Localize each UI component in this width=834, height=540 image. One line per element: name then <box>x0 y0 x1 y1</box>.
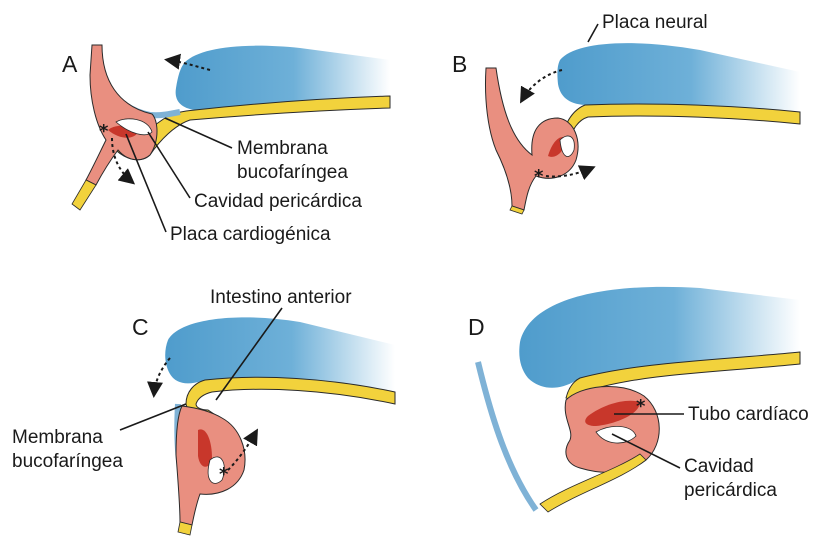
panel-b-endoderm <box>558 104 800 168</box>
panel-b-arrow-curl <box>522 70 562 100</box>
panel-a: A * Membrana bucofaríngea Cavidad pericá… <box>62 45 390 245</box>
panel-a-marker: * <box>99 121 109 142</box>
panel-d-letter: D <box>468 314 485 340</box>
panel-d: D * Tubo cardíaco Cavidad pericárdica <box>468 287 809 512</box>
panel-d-label-cavity-2: pericárdica <box>684 480 777 501</box>
panel-c-label-membrane-2: bucofaríngea <box>12 451 123 472</box>
panel-c: C * Intestino anterior Membrana bucofarí… <box>12 287 395 535</box>
panel-a-label-cavity: Cavidad pericárdica <box>194 191 362 212</box>
panel-b: B * Placa neural <box>452 12 800 214</box>
panel-a-letter: A <box>62 51 78 77</box>
panel-a-mesoderm <box>86 45 157 185</box>
panel-b-neural-plate <box>557 43 800 112</box>
panel-a-label-membrane-2: bucofaríngea <box>237 162 348 183</box>
panel-a-label-plate: Placa cardiogénica <box>170 224 331 245</box>
panel-a-leader-cavity <box>148 132 190 198</box>
panel-d-label-cavity-1: Cavidad <box>684 456 754 477</box>
panel-b-label-neural: Placa neural <box>602 12 708 33</box>
panel-b-marker: * <box>534 166 544 187</box>
panel-c-letter: C <box>132 314 149 340</box>
panel-b-leader-neural <box>588 24 598 42</box>
panel-a-label-membrane-1: Membrana <box>237 138 328 159</box>
panel-d-label-tube: Tubo cardíaco <box>688 404 809 425</box>
panel-d-ectoderm <box>478 362 536 510</box>
panel-c-label-foregut: Intestino anterior <box>210 287 352 308</box>
panel-c-label-membrane-1: Membrana <box>12 427 103 448</box>
panel-a-yolk-wall <box>72 180 96 210</box>
panel-c-marker: * <box>219 464 229 485</box>
panel-a-leader-membrane <box>165 118 232 148</box>
panel-b-letter: B <box>452 51 467 77</box>
